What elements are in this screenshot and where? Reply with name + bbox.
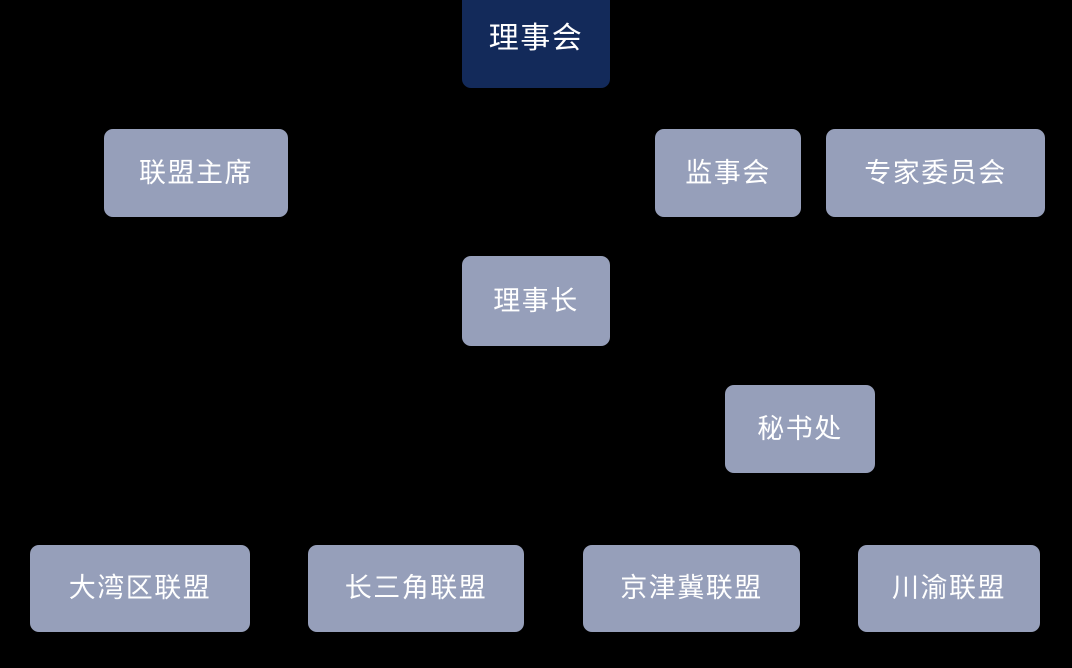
org-node-greater-bay-area-alliance[interactable]: 大湾区联盟	[30, 545, 250, 632]
org-node-greater-bay-area-alliance-label: 大湾区联盟	[68, 573, 212, 603]
org-node-secretariat[interactable]: 秘书处	[725, 385, 875, 473]
org-node-board-chairman-label: 理事长	[493, 285, 579, 316]
org-node-board-chairman[interactable]: 理事长	[462, 256, 610, 346]
org-node-expert-committee-label: 专家委员会	[864, 157, 1007, 188]
org-node-board-label: 理事会	[488, 22, 584, 55]
org-node-sichuan-chongqing-alliance-label: 川渝联盟	[892, 573, 1006, 603]
org-node-yangtze-river-delta-alliance[interactable]: 长三角联盟	[308, 545, 524, 632]
org-node-alliance-president-label: 联盟主席	[139, 157, 253, 188]
org-node-alliance-president[interactable]: 联盟主席	[104, 129, 288, 217]
org-node-expert-committee[interactable]: 专家委员会	[826, 129, 1045, 217]
org-node-secretariat-label: 秘书处	[757, 413, 843, 444]
org-node-sichuan-chongqing-alliance[interactable]: 川渝联盟	[858, 545, 1040, 632]
org-node-board[interactable]: 理事会	[462, 0, 610, 88]
org-node-yangtze-river-delta-alliance-label: 长三角联盟	[344, 573, 488, 603]
org-node-beijing-tianjin-hebei-alliance[interactable]: 京津冀联盟	[583, 545, 800, 632]
org-node-beijing-tianjin-hebei-alliance-label: 京津冀联盟	[620, 573, 763, 603]
org-node-board-of-supervisors-label: 监事会	[685, 157, 771, 188]
org-node-board-of-supervisors[interactable]: 监事会	[655, 129, 801, 217]
